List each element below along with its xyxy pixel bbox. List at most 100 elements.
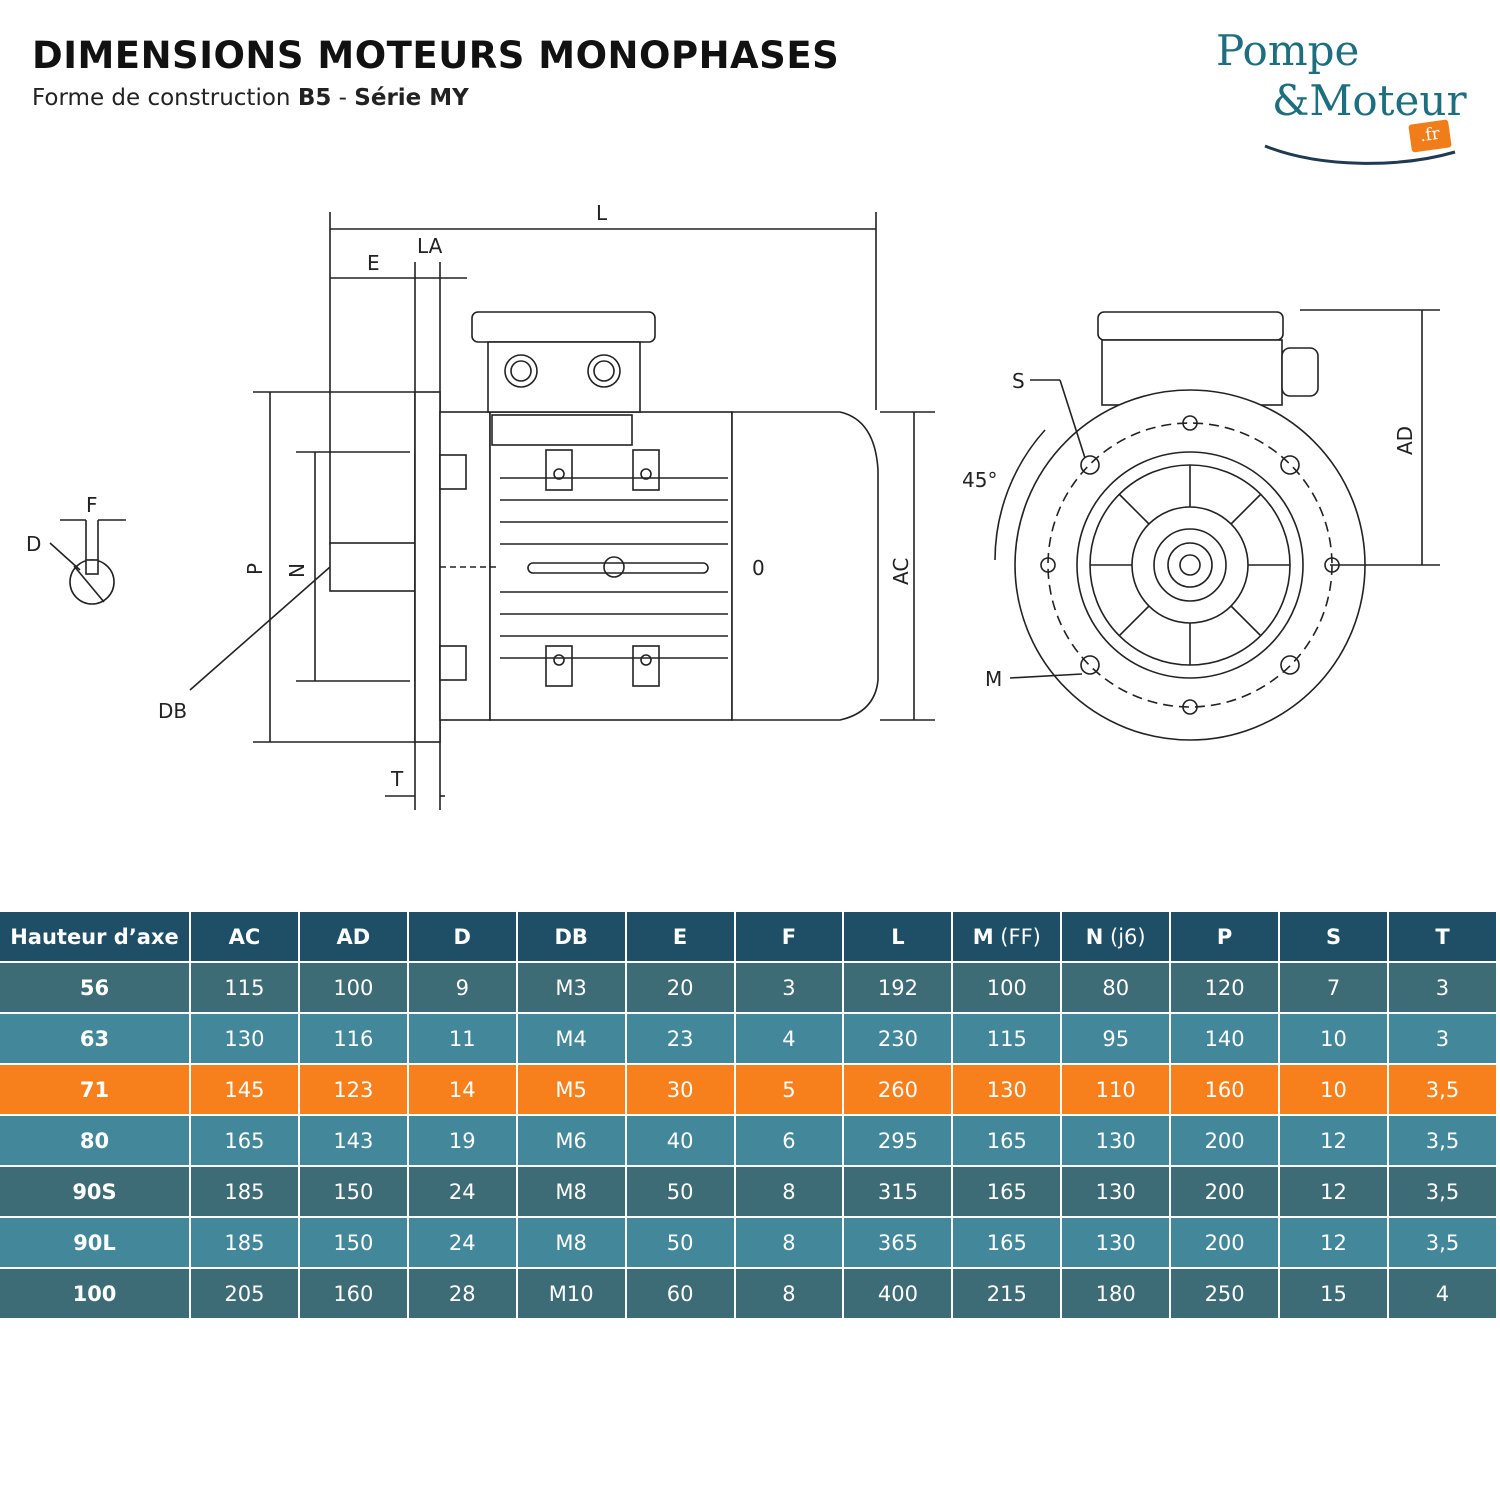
table-cell: 80 bbox=[0, 1115, 191, 1167]
table-cell: 200 bbox=[1170, 1115, 1281, 1167]
table-cell: 80 bbox=[1061, 962, 1172, 1014]
logo-line2: &Moteur bbox=[1272, 76, 1467, 125]
table-cell: 180 bbox=[1061, 1268, 1172, 1320]
table-cell: 24 bbox=[407, 1217, 518, 1269]
subtitle-separator: - bbox=[331, 85, 355, 111]
table-cell: 3,5 bbox=[1387, 1064, 1499, 1116]
table-cell: 12 bbox=[1279, 1115, 1389, 1167]
table-cell: 150 bbox=[298, 1217, 409, 1269]
table-cell: 115 bbox=[952, 1013, 1063, 1065]
table-cell: 200 bbox=[1170, 1217, 1281, 1269]
table-cell: 8 bbox=[734, 1268, 845, 1320]
table-cell: 3 bbox=[734, 962, 845, 1014]
table-cell: 3 bbox=[1387, 1013, 1499, 1065]
dim-label-AC: AC bbox=[889, 558, 913, 585]
dim-label-E: E bbox=[367, 251, 380, 275]
column-header-label: Hauteur d’axe bbox=[10, 924, 179, 949]
table-cell: 230 bbox=[843, 1013, 954, 1065]
dim-label-AD: AD bbox=[1393, 426, 1417, 455]
table-cell: 10 bbox=[1279, 1064, 1389, 1116]
column-header-label: M bbox=[972, 924, 994, 949]
table-cell: 100 bbox=[0, 1268, 191, 1320]
table-cell: 185 bbox=[190, 1217, 300, 1269]
dim-label-N: N bbox=[285, 563, 309, 578]
table-cell: 200 bbox=[1170, 1166, 1281, 1218]
table-cell: 23 bbox=[625, 1013, 736, 1065]
table-cell: 130 bbox=[1061, 1217, 1172, 1269]
table-cell: 3,5 bbox=[1387, 1166, 1499, 1218]
column-header-label: E bbox=[672, 924, 688, 949]
table-cell: 165 bbox=[952, 1166, 1063, 1218]
motor-side-view bbox=[329, 311, 879, 743]
dim-label-L: L bbox=[596, 201, 608, 225]
table-cell: 165 bbox=[190, 1115, 300, 1167]
table-cell: 14 bbox=[407, 1064, 518, 1116]
table-cell: 9 bbox=[407, 962, 518, 1014]
table-cell: 120 bbox=[1170, 962, 1281, 1014]
page-title: DIMENSIONS MOTEURS MONOPHASES bbox=[32, 34, 840, 77]
column-header: AC bbox=[190, 912, 300, 963]
table-cell: 110 bbox=[1061, 1064, 1172, 1116]
table-cell: 130 bbox=[190, 1013, 300, 1065]
dim-label-S: S bbox=[1012, 369, 1025, 393]
column-header: AD bbox=[298, 912, 409, 963]
table-cell: M8 bbox=[516, 1217, 627, 1269]
column-header-label: DB bbox=[554, 924, 588, 949]
table-cell: 90S bbox=[0, 1166, 191, 1218]
table-cell: 90L bbox=[0, 1217, 191, 1269]
logo-tld-badge: .fr bbox=[1408, 119, 1452, 153]
table-cell: 100 bbox=[298, 962, 409, 1014]
column-header: D bbox=[407, 912, 518, 963]
table-cell: 24 bbox=[407, 1166, 518, 1218]
column-header: DB bbox=[516, 912, 627, 963]
column-header-label: AC bbox=[228, 924, 261, 949]
motor-end-view bbox=[994, 309, 1440, 741]
table-cell: 115 bbox=[190, 962, 300, 1014]
table-cell: 63 bbox=[0, 1013, 191, 1065]
table-cell: 6 bbox=[734, 1115, 845, 1167]
column-header-unit: (j6) bbox=[1103, 924, 1146, 949]
table-cell: 40 bbox=[625, 1115, 736, 1167]
table-cell: 20 bbox=[625, 962, 736, 1014]
table-cell: 4 bbox=[1387, 1268, 1499, 1320]
table-cell: 165 bbox=[952, 1217, 1063, 1269]
brand-logo: Pompe &Moteur .fr bbox=[1200, 26, 1470, 166]
table-cell: 250 bbox=[1170, 1268, 1281, 1320]
table-cell: 7 bbox=[1279, 962, 1389, 1014]
table-cell: 100 bbox=[952, 962, 1063, 1014]
table-cell: 56 bbox=[0, 962, 191, 1014]
subtitle-prefix: Forme de construction bbox=[32, 85, 298, 111]
subtitle-b5: B5 bbox=[297, 85, 332, 111]
column-header-label: L bbox=[891, 924, 905, 949]
column-header-label: AD bbox=[336, 924, 371, 949]
table-cell: 130 bbox=[1061, 1115, 1172, 1167]
table-cell: 12 bbox=[1279, 1166, 1389, 1218]
column-header-label: T bbox=[1435, 924, 1450, 949]
table-cell: 19 bbox=[407, 1115, 518, 1167]
table-cell: 11 bbox=[407, 1013, 518, 1065]
column-header: Hauteur d’axe bbox=[0, 912, 191, 963]
logo-line1: Pompe bbox=[1216, 26, 1360, 75]
table-cell: 71 bbox=[0, 1064, 191, 1116]
table-cell: M10 bbox=[516, 1268, 627, 1320]
motor-technical-drawing: L E LA P N AC 0 DB T F D S 45° M AD bbox=[26, 201, 1440, 810]
dim-label-LA: LA bbox=[417, 234, 443, 258]
table-cell: 30 bbox=[625, 1064, 736, 1116]
column-header: E bbox=[625, 912, 736, 963]
table-cell: 143 bbox=[298, 1115, 409, 1167]
table-cell: 60 bbox=[625, 1268, 736, 1320]
table-cell: 50 bbox=[625, 1166, 736, 1218]
table-cell: 160 bbox=[298, 1268, 409, 1320]
table-cell: 130 bbox=[952, 1064, 1063, 1116]
dim-label-angle: 45° bbox=[962, 468, 997, 492]
table-cell: 5 bbox=[734, 1064, 845, 1116]
table-cell: 205 bbox=[190, 1268, 300, 1320]
column-header: M (FF) bbox=[952, 912, 1063, 963]
